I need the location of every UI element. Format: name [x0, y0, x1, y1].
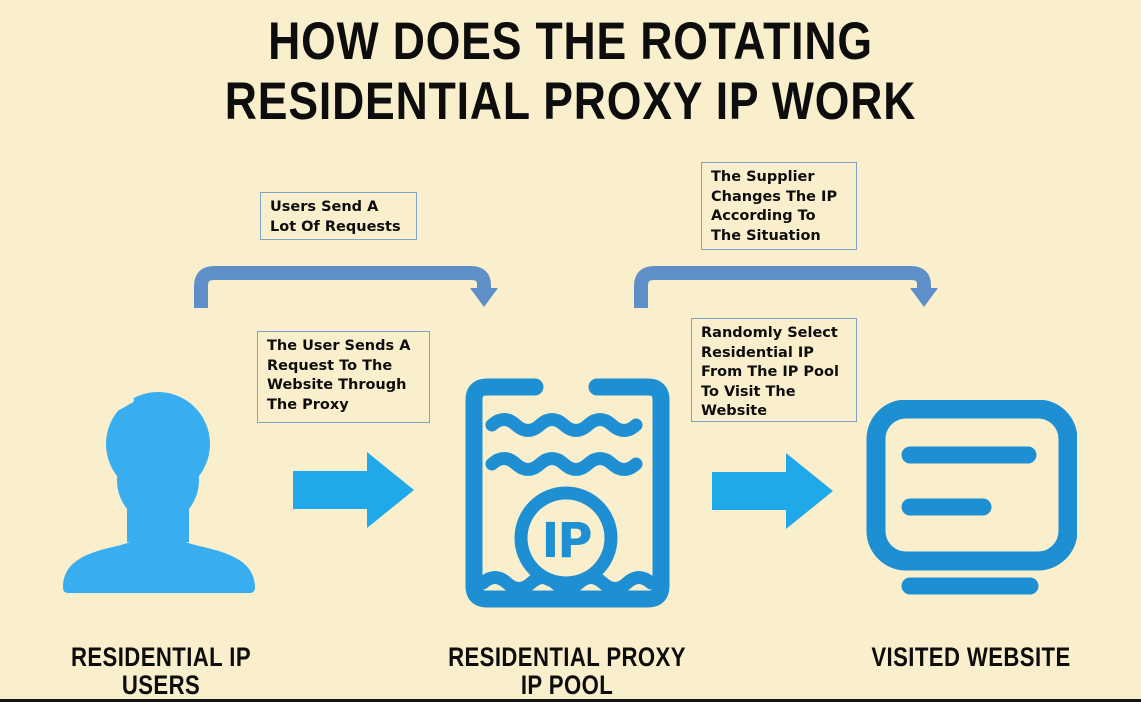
monitor-icon	[866, 400, 1077, 595]
ip-badge-text: IP	[541, 513, 591, 569]
callout-randomly-select-ip: Randomly Select Residential IP From The …	[691, 318, 857, 422]
ip-badge-circle	[514, 486, 618, 590]
node-label-visited-website: VISITED WEBSITE	[871, 642, 1071, 672]
water-wave-top-2	[485, 452, 643, 476]
callout-supplier-changes-ip: The Supplier Changes The IP According To…	[701, 162, 857, 250]
user-silhouette-icon	[63, 392, 255, 593]
callout-user-sends-request: The User Sends A Request To The Website …	[257, 331, 430, 423]
page-title-line1: HOW DOES THE ROTATING	[268, 12, 873, 71]
ip-pool-icon: IP	[465, 378, 670, 608]
block-arrow-pool-to-website-icon	[712, 453, 833, 529]
page-title-line2: RESIDENTIAL PROXY IP WORK	[224, 72, 917, 131]
node-label-residential-ip-users: RESIDENTIAL IP USERS	[70, 642, 252, 700]
user-silhouette-shape	[63, 392, 255, 593]
screenshot-bottom-edge	[0, 699, 1141, 702]
monitor-screen-shape	[866, 400, 1077, 571]
flow-arrow-users-to-pool-icon	[194, 266, 498, 308]
callout-users-send-requests: Users Send A Lot Of Requests	[260, 192, 417, 240]
hair-notch-detail	[110, 397, 134, 413]
flow-arrow-pool-to-website-icon	[634, 266, 938, 308]
water-wave-top-1	[485, 413, 643, 437]
block-arrow-user-to-pool-icon	[293, 452, 414, 528]
node-label-residential-proxy-ip-pool: RESIDENTIAL PROXY IP POOL	[448, 642, 686, 700]
pool-border-shape	[465, 378, 670, 608]
